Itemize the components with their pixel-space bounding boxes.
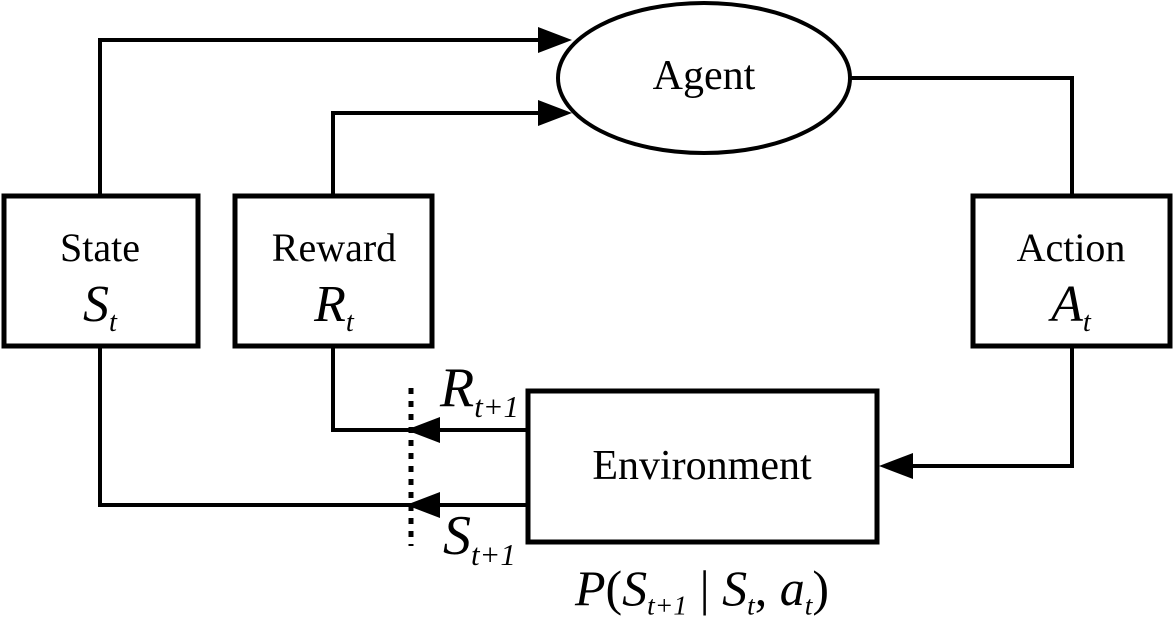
transition-probability-formula: P(St+1 | St, at) [574, 560, 830, 619]
formula-part: | [687, 560, 723, 616]
formula-part: , [754, 560, 780, 616]
state-symbol-letter: S [83, 276, 110, 333]
next-reward-subscript: t+1 [474, 389, 519, 424]
formula-part: ) [812, 560, 830, 616]
reward-symbol-letter: R [314, 276, 346, 333]
reward-title: Reward [271, 225, 397, 270]
formula-part: ( [605, 560, 623, 616]
next-reward-symbol: R [440, 357, 475, 419]
agent-ellipse [556, 1, 852, 155]
formula-part: S [722, 560, 748, 616]
reward-symbol: Rt [314, 276, 354, 337]
edge-reward-to-agent [331, 111, 548, 196]
next-state-subscript: t+1 [471, 537, 516, 572]
agent-label: Agent [652, 53, 756, 99]
edge-environment-to-reward [331, 347, 528, 432]
state-title: State [60, 225, 140, 270]
arrowhead-reward-to-agent [538, 100, 572, 126]
action-box [970, 193, 1173, 349]
formula-part-subscript: t+1 [647, 589, 688, 621]
formula-part: S [622, 560, 648, 616]
edge-environment-to-state [98, 347, 528, 507]
action-symbol-subscript: t [1082, 307, 1091, 338]
reward-symbol-subscript: t [345, 307, 354, 338]
action-title: Action [1016, 225, 1126, 270]
next-state-label: St+1 [443, 505, 516, 570]
formula-part-subscript: t [804, 589, 813, 621]
state-symbol: St [83, 276, 117, 337]
environment-label: Environment [592, 443, 812, 489]
reward-box [232, 193, 435, 349]
action-symbol: At [1051, 276, 1091, 337]
formula-part-subscript: t [747, 589, 755, 621]
formula-part: a [779, 560, 805, 616]
arrowhead-action-to-environment [879, 453, 913, 479]
arrowhead-environment-to-state [406, 492, 440, 518]
formula-part: P [574, 560, 606, 616]
next-state-symbol: S [443, 505, 471, 567]
arrowhead-environment-to-reward [406, 417, 440, 443]
next-reward-label: Rt+1 [440, 357, 519, 422]
edge-agent-to-action [850, 76, 1074, 196]
state-box [1, 193, 201, 349]
arrowhead-state-to-agent [538, 27, 572, 53]
state-symbol-subscript: t [109, 307, 117, 338]
action-symbol-letter: A [1051, 276, 1083, 333]
edge-state-to-agent [98, 38, 548, 196]
environment-box [525, 388, 880, 545]
edge-action-to-environment [892, 346, 1074, 468]
